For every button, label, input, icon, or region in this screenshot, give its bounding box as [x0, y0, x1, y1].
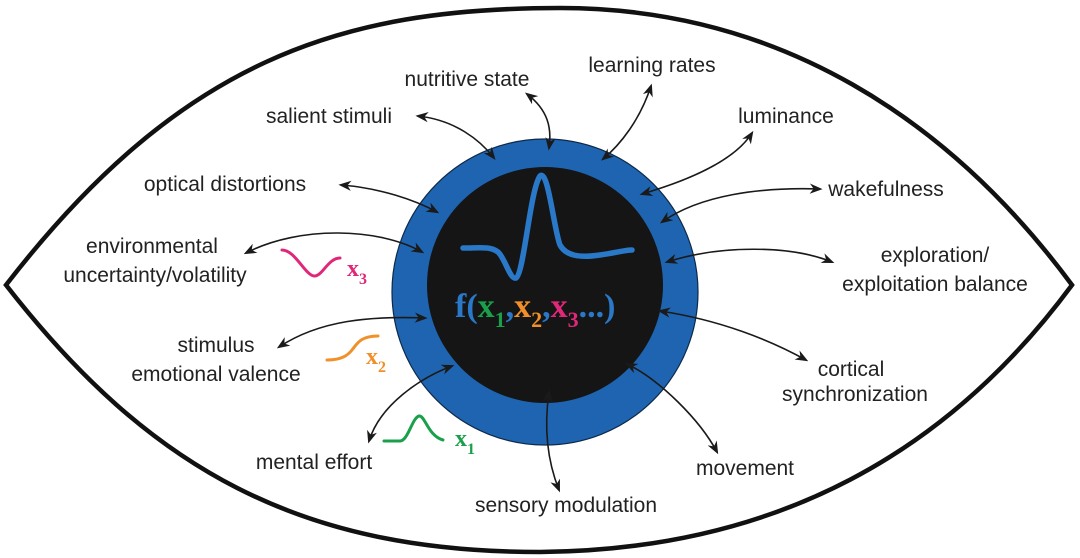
label-movement: movement — [696, 457, 794, 480]
arrow-salient-stimuli — [415, 112, 496, 161]
arrow-movement — [624, 362, 719, 455]
pupil-response-waveform — [460, 172, 635, 281]
arrow-wakefulness — [659, 183, 823, 224]
x2-variable-label: x2 — [366, 344, 386, 376]
x2-waveform — [325, 334, 380, 362]
arrow-optical-distortions — [338, 180, 440, 214]
formula-x3: x — [551, 288, 568, 325]
arrow-stimulus — [276, 312, 428, 349]
arrow-nutritive-state — [524, 92, 556, 151]
x2-subscript: 2 — [378, 359, 386, 376]
label-salient-stimuli: salient stimuli — [266, 105, 392, 128]
arrow-luminance — [639, 130, 754, 197]
arrow-mental-effort — [367, 364, 455, 444]
formula-x1: x — [478, 288, 495, 325]
x1-letter: x — [455, 426, 467, 452]
formula-x3-sub: 3 — [568, 307, 579, 332]
label-luminance: luminance — [738, 105, 834, 128]
formula-x2-sub: 2 — [531, 307, 542, 332]
formula-comma-2: , — [542, 288, 551, 325]
formula-ellipsis: ... — [579, 288, 605, 325]
arrow-cortical — [657, 307, 809, 362]
arrow-sensory-modulation — [542, 389, 560, 493]
label-environmental-line1: environmental — [86, 235, 218, 258]
arrow-exploration — [664, 248, 835, 264]
label-optical-distortions: optical distortions — [144, 173, 306, 196]
label-environmental-line2: uncertainty/volatility — [63, 264, 247, 287]
label-exploration-line1: exploration/ — [881, 244, 990, 267]
label-cortical-line2: synchronization — [782, 383, 928, 406]
label-learning-rates: learning rates — [588, 54, 715, 77]
label-mental-effort: mental effort — [256, 451, 373, 474]
pupil — [427, 167, 663, 403]
label-exploration-line2: exploitation balance — [842, 273, 1028, 296]
formula-comma-1: , — [506, 288, 515, 325]
arrow-learning-rates — [601, 83, 653, 161]
label-stimulus-line2: emotional valence — [131, 363, 300, 386]
formula-close: ) — [604, 288, 615, 325]
label-stimulus-line1: stimulus — [177, 334, 254, 357]
x3-waveform — [280, 248, 342, 278]
formula-x1-sub: 1 — [495, 307, 506, 332]
formula-x2: x — [514, 288, 531, 325]
x3-subscript: 3 — [359, 271, 367, 288]
label-sensory-modulation: sensory modulation — [475, 494, 657, 517]
arrows — [243, 83, 835, 493]
x1-variable-label: x1 — [455, 426, 475, 458]
x3-letter: x — [347, 256, 359, 282]
x2-letter: x — [366, 344, 378, 370]
label-nutritive-state: nutritive state — [405, 68, 530, 91]
label-cortical-line1: cortical — [818, 358, 885, 381]
x1-subscript: 1 — [467, 441, 475, 458]
label-wakefulness: wakefulness — [827, 178, 944, 201]
function-formula: f(x1,x2,x3...) — [455, 288, 615, 332]
x1-waveform — [382, 414, 445, 443]
x3-variable-label: x3 — [347, 256, 367, 288]
arrow-environmental — [243, 232, 425, 255]
function-prefix: f( — [455, 288, 478, 325]
eye-outline — [3, 5, 1075, 555]
